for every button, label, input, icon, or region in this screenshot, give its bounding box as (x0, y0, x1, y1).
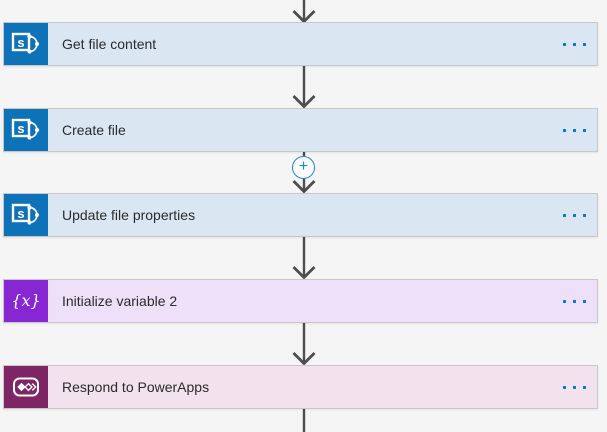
arrowhead-icon (292, 266, 316, 280)
step-card-initialize-variable-2[interactable]: {x} Initialize variable 2 (3, 279, 598, 323)
ellipsis-icon (563, 385, 566, 389)
sharepoint-icon: s (4, 23, 48, 65)
ellipsis-icon (573, 299, 576, 303)
arrowhead-icon (292, 352, 316, 366)
step-card-create-file[interactable]: s Create file (3, 108, 598, 152)
ellipsis-icon (563, 128, 566, 132)
svg-text:s: s (17, 121, 24, 136)
step-title: Update file properties (62, 207, 196, 223)
step-title: Get file content (62, 36, 157, 52)
step-title: Respond to PowerApps (62, 379, 210, 395)
ellipsis-icon (583, 42, 586, 46)
ellipsis-icon (573, 213, 576, 217)
more-actions-button[interactable] (555, 194, 597, 236)
ellipsis-icon (583, 128, 586, 132)
step-title: Create file (62, 122, 126, 138)
ellipsis-icon (573, 42, 576, 46)
variable-icon: {x} (4, 280, 48, 322)
more-actions-button[interactable] (555, 280, 597, 322)
ellipsis-icon (563, 42, 566, 46)
more-actions-button[interactable] (555, 366, 597, 408)
more-actions-button[interactable] (555, 23, 597, 65)
ellipsis-icon (573, 385, 576, 389)
step-card-get-file-content[interactable]: s Get file content (3, 22, 598, 66)
arrowhead-icon (292, 180, 316, 194)
ellipsis-icon (563, 213, 566, 217)
plus-icon: + (298, 157, 309, 175)
insert-step-button[interactable]: + (292, 156, 315, 179)
ellipsis-icon (563, 299, 566, 303)
more-actions-button[interactable] (555, 109, 597, 151)
svg-text:s: s (17, 206, 24, 221)
step-card-respond-to-powerapps[interactable]: Respond to PowerApps (3, 365, 598, 409)
ellipsis-icon (583, 213, 586, 217)
sharepoint-icon: s (4, 109, 48, 151)
step-title: Initialize variable 2 (62, 293, 178, 309)
sharepoint-icon: s (4, 194, 48, 236)
variable-x-glyph: {x} (11, 291, 41, 310)
powerapps-icon (4, 366, 48, 408)
step-card-update-file-properties[interactable]: s Update file properties (3, 193, 598, 237)
arrowhead-icon (292, 10, 316, 24)
svg-text:s: s (17, 35, 24, 50)
ellipsis-icon (573, 128, 576, 132)
arrowhead-icon (292, 95, 316, 109)
ellipsis-icon (583, 385, 586, 389)
ellipsis-icon (583, 299, 586, 303)
